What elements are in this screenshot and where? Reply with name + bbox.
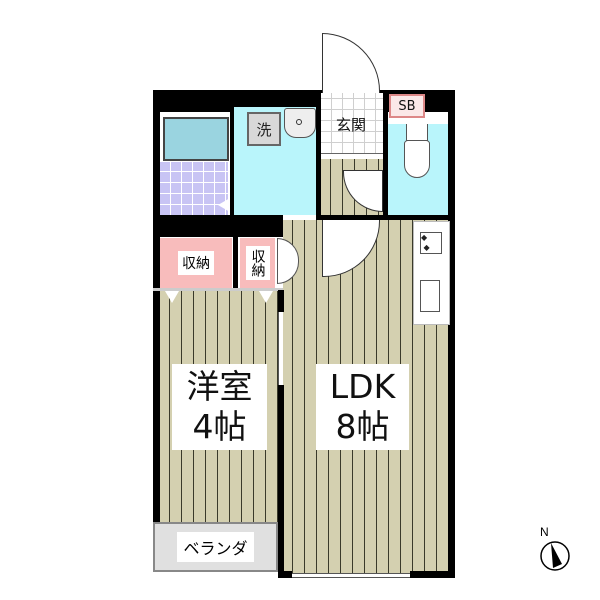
room-divider-upper	[278, 290, 284, 312]
veranda: ベランダ	[153, 522, 278, 572]
storage-1: 収納	[160, 238, 232, 288]
ldk-wall-bottom-left	[278, 571, 292, 578]
stove-icon: ◆ ◆	[420, 232, 442, 254]
toilet-bowl-icon	[404, 140, 430, 178]
washroom-wall-right	[316, 90, 321, 220]
bathtub	[163, 117, 229, 161]
storage-2: 収納	[240, 238, 275, 288]
room-divider-wall	[278, 385, 284, 578]
entrance-label: 玄関	[335, 115, 366, 134]
closet-door-left	[165, 291, 179, 303]
sink-drain-icon	[296, 119, 302, 125]
ldk-wall-bottom-right	[410, 571, 455, 578]
entrance-step	[321, 153, 383, 159]
entry-door-swing	[322, 33, 380, 95]
western-room-label: 洋室 4帖	[172, 364, 267, 450]
ldk-window	[292, 573, 410, 578]
washer-label: 洗	[256, 120, 272, 139]
compass-north-label: N	[540, 525, 549, 539]
toilet-wall-left	[383, 112, 388, 220]
sliding-door-line	[278, 291, 282, 386]
bath-wall-right	[230, 112, 234, 215]
veranda-label: ベランダ	[177, 532, 254, 562]
outer-wall-right	[448, 90, 455, 578]
ldk-label: LDK 8帖	[316, 364, 409, 450]
outer-wall-left	[153, 90, 160, 525]
storage-bottom-wall	[153, 288, 283, 291]
washer-box: 洗	[247, 112, 281, 146]
shoe-box: SB	[389, 94, 425, 118]
entrance-floor	[321, 93, 383, 153]
storage-2-label: 収納	[245, 246, 270, 280]
closet-door-right	[259, 291, 273, 303]
upper-divider-wall	[316, 215, 455, 220]
storage-1-label: 収納	[178, 251, 214, 275]
toilet-tank	[406, 124, 428, 141]
kitchen-sink-icon	[420, 280, 440, 312]
storage-divider	[233, 237, 238, 289]
compass: N	[534, 525, 574, 575]
compass-arrow-icon	[540, 541, 570, 571]
bath-door-icon	[218, 198, 230, 212]
bath-wall-bottom	[153, 215, 283, 237]
bath-floor-tiles	[160, 162, 228, 215]
